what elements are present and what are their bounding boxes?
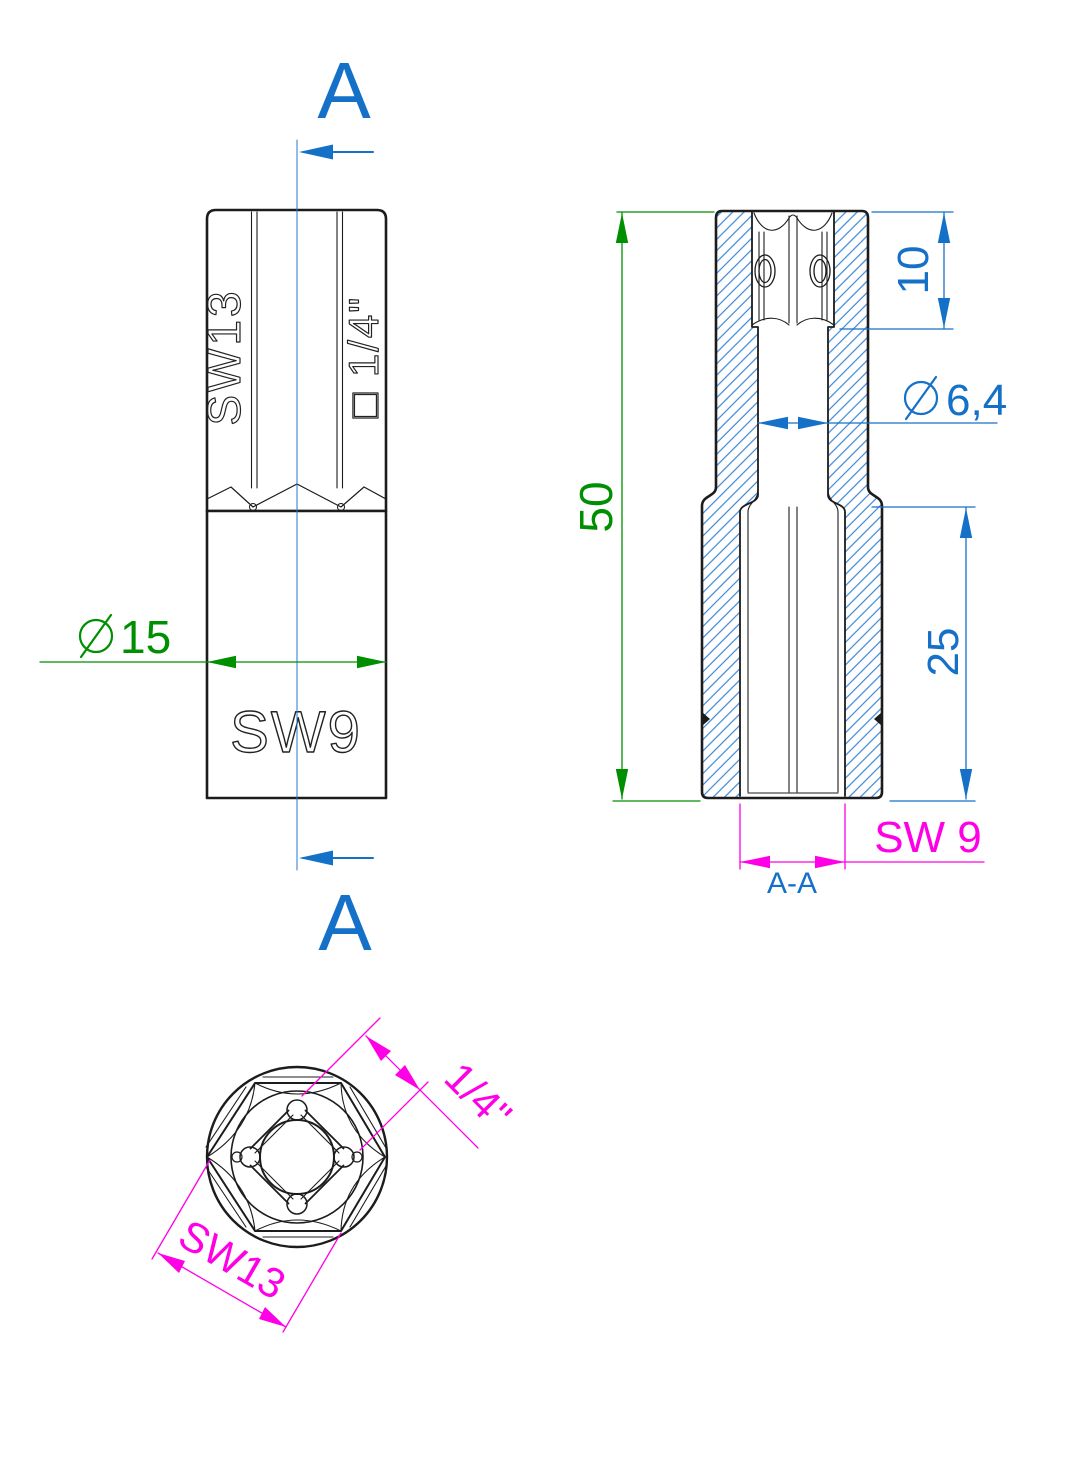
engraving-sw13: SW13 [198, 288, 250, 425]
ball-detents [231, 1151, 363, 1163]
section-outline [700, 209, 884, 800]
hex-chamfer-lines [205, 1076, 387, 1238]
section-cut-arrow-top [299, 144, 374, 160]
bottom-view: 1/4" SW13 [151, 1017, 521, 1333]
dim-bore-6-4: 6,4 [757, 375, 1007, 430]
side-notches [702, 712, 882, 726]
section-label-a-bottom: A [318, 878, 372, 967]
chamfer-arcs [206, 1082, 386, 1232]
diameter-symbol-6-4 [903, 375, 939, 421]
through-bore [259, 1119, 335, 1195]
ball-detent-holes [754, 254, 831, 288]
dim-sw9: SW 9 [739, 803, 985, 870]
engraving-quarter-inch: □ 1/4" [340, 296, 387, 418]
diameter-symbol-15 [78, 613, 114, 659]
dim-diameter-15: 15 [39, 611, 387, 669]
section-interior-details [747, 212, 839, 794]
section-title: A-A [767, 867, 817, 900]
dim-15-value: 15 [120, 611, 171, 663]
front-hex-face-lines [250, 211, 344, 489]
section-label-a-top: A [317, 46, 371, 135]
section-cut-arrow-bottom [299, 850, 374, 866]
dim-25-value: 25 [919, 628, 968, 677]
dim-50-value: 50 [570, 481, 622, 532]
dim-drive-depth-10: 10 [839, 211, 954, 330]
dim-length-50: 50 [570, 211, 715, 802]
section-cavity [739, 211, 846, 797]
dim-socket-depth-25: 25 [871, 506, 976, 802]
front-view: SW13 □ 1/4" SW9 A A 15 [39, 46, 388, 967]
section-view: 50 10 6,4 25 [570, 209, 1007, 900]
section-hatch [702, 211, 882, 798]
dim-6-4-value: 6,4 [946, 376, 1007, 425]
dim-quarter-inch-value: 1/4" [436, 1053, 521, 1138]
engraving-sw9: SW9 [230, 700, 362, 765]
dim-sw9-value: SW 9 [874, 813, 982, 862]
dim-10-value: 10 [889, 246, 938, 295]
chamfer-circle [230, 1090, 364, 1224]
